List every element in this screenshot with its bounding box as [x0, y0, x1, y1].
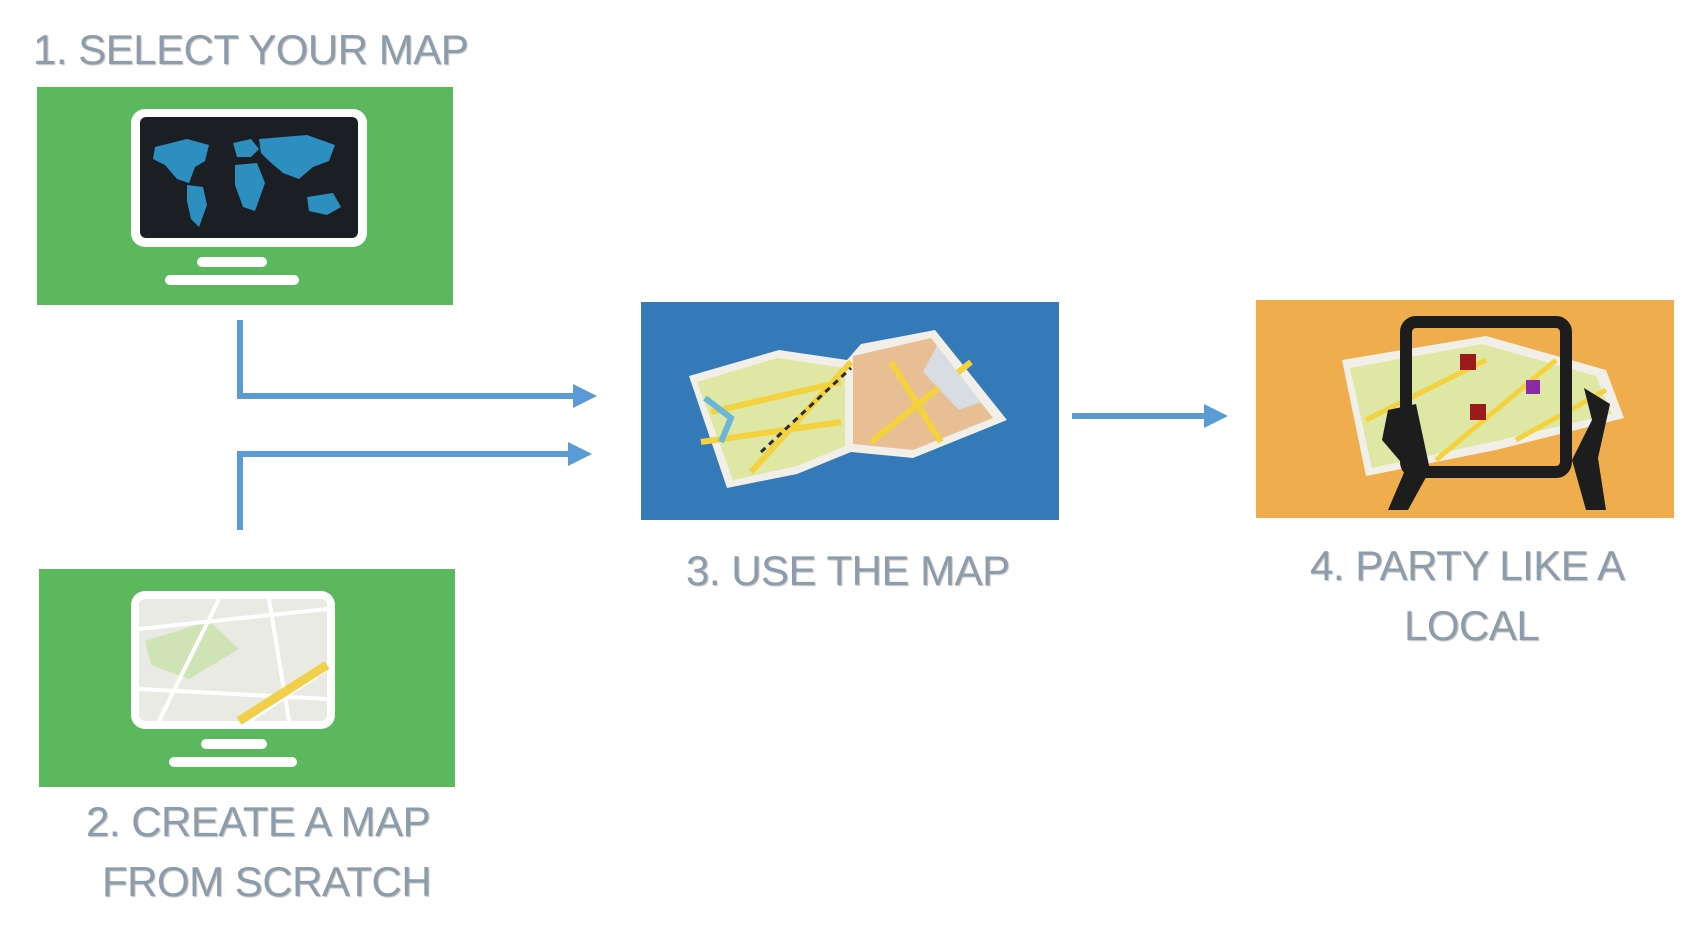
step-1-panel [37, 87, 453, 305]
step-3-panel [641, 302, 1059, 520]
arrowhead-1 [573, 384, 597, 408]
arrowhead-3 [1204, 404, 1228, 428]
step-2-to-step-3-connector [237, 451, 569, 530]
step-2-label-line-2: FROM SCRATCH [102, 858, 432, 905]
step-3-label: 3. USE THE MAP [686, 547, 1010, 594]
step-2-label-line-1: 2. CREATE A MAP [86, 798, 431, 845]
step-4-label-line-2: LOCAL [1404, 602, 1540, 649]
tablet-map-hands-icon [1256, 300, 1674, 518]
step-4-panel [1256, 300, 1674, 518]
folded-map-icon [641, 302, 1059, 520]
arrowhead-2 [568, 442, 592, 466]
monitor-world-map-icon [37, 87, 453, 305]
monitor-street-map-icon [39, 569, 455, 787]
step-1-to-step-3-connector [237, 320, 575, 399]
step-1-label: 1. SELECT YOUR MAP [33, 26, 469, 73]
step-4-label-line-1: 4. PARTY LIKE A [1310, 542, 1625, 589]
step-2-panel [39, 569, 455, 787]
